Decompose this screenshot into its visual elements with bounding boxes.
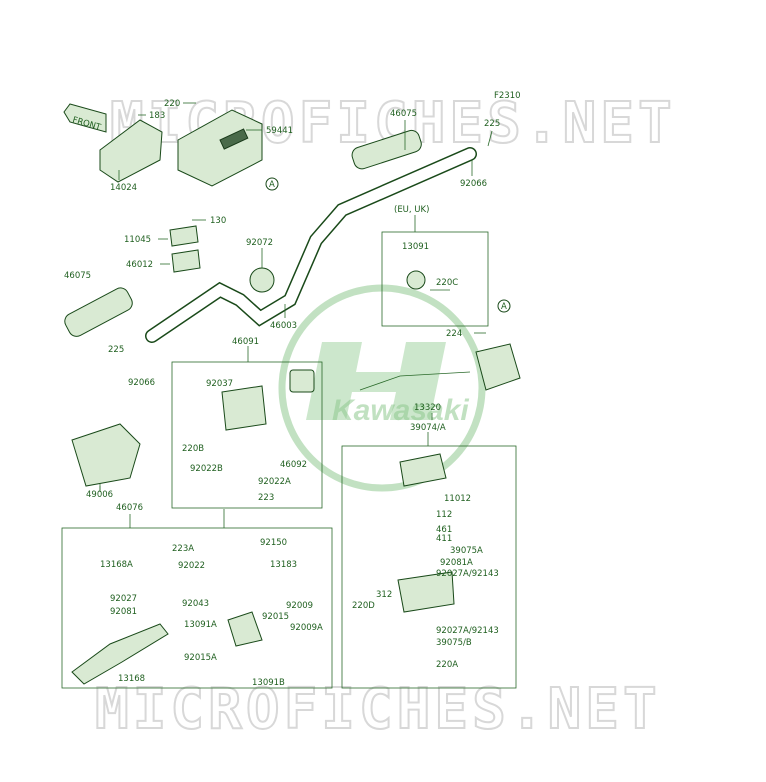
switch-housing	[221, 369, 315, 431]
callout-92022a: 92022A	[258, 477, 291, 487]
callout-46076: 46076	[116, 503, 143, 513]
callout-13091b: 13091B	[252, 678, 285, 688]
callout-39074a: 39074/A	[410, 423, 446, 433]
callout-13091a: 13091A	[184, 620, 217, 630]
callout-92027a-92143-upper: 92027A/92143	[436, 569, 499, 579]
callout-13320: 13320	[414, 403, 441, 413]
callout-13168a: 13168A	[100, 560, 133, 570]
cover-bracket	[99, 119, 163, 183]
ref-marker-a-2: A	[497, 299, 511, 313]
eu-uk-box	[381, 231, 489, 327]
switch-13091	[406, 270, 426, 290]
callout-39075a: 39075A	[450, 546, 483, 556]
callout-46091: 46091	[232, 337, 259, 347]
callout-112: 112	[436, 510, 452, 520]
callout-130: 130	[210, 216, 226, 226]
callout-11045: 11045	[124, 235, 151, 245]
callout-220a-right: 220A	[436, 660, 458, 670]
front-arrow: FRONT	[63, 103, 107, 133]
callout-92027a-92143-lower: 92027A/92143	[436, 626, 499, 636]
callout-225-top: 225	[484, 119, 500, 129]
callout-224: 224	[446, 329, 462, 339]
callout-92027: 92027	[110, 594, 137, 604]
callout-13168: 13168	[118, 674, 145, 684]
callout-92066-left: 92066	[128, 378, 155, 388]
handlebar-holder	[169, 225, 201, 273]
master-cylinder	[397, 453, 455, 613]
callout-220d: 220D	[352, 601, 375, 611]
diagram-code: F2310	[494, 91, 521, 101]
callout-92066-top: 92066	[460, 179, 487, 189]
left-grip	[64, 287, 133, 337]
right-grip	[351, 129, 422, 170]
callout-13091: 13091	[402, 242, 429, 252]
callout-39075b: 39075/B	[436, 638, 472, 648]
callout-92022: 92022	[178, 561, 205, 571]
callout-59441: 59441	[266, 126, 293, 136]
callout-220: 220	[164, 99, 180, 109]
switch-box-46091	[171, 361, 323, 509]
handlebar	[145, 147, 477, 343]
callout-92009a: 92009A	[290, 623, 323, 633]
throttle-assembly	[359, 343, 521, 391]
callout-46092: 46092	[280, 460, 307, 470]
callout-223a: 223A	[172, 544, 194, 554]
callout-225-left: 225	[108, 345, 124, 355]
callout-92022b: 92022B	[190, 464, 223, 474]
callout-92081: 92081	[110, 607, 137, 617]
callout-92015a: 92015A	[184, 653, 217, 663]
callout-14024: 14024	[110, 183, 137, 193]
lever-cover	[71, 423, 141, 487]
callout-49006: 49006	[86, 490, 113, 500]
callout-183: 183	[149, 111, 165, 121]
ref-marker-a-1: A	[265, 177, 279, 191]
callout-223: 223	[258, 493, 274, 503]
callout-312: 312	[376, 590, 392, 600]
callout-46003: 46003	[270, 321, 297, 331]
callout-220b: 220B	[182, 444, 204, 454]
callout-labels: 220 183 59441 14024 46075 225 92066 130 …	[64, 99, 500, 688]
clutch-lever-13168	[71, 611, 263, 685]
callout-92037: 92037	[206, 379, 233, 389]
svg-text:A: A	[501, 302, 507, 312]
callout-411: 411	[436, 534, 452, 544]
callout-461: 461	[436, 525, 452, 535]
lever-box-46076	[61, 527, 333, 689]
callout-220c: 220C	[436, 278, 458, 288]
callout-92043: 92043	[182, 599, 209, 609]
callout-46075-top: 46075	[390, 109, 417, 119]
callout-46075-left: 46075	[64, 271, 91, 281]
callout-92081a-right: 92081A	[440, 558, 473, 568]
callout-92015: 92015	[262, 612, 289, 622]
handlebar-cover	[177, 109, 263, 187]
watermark-bottom: MICROFICHES.NET	[95, 677, 661, 742]
callout-13183: 13183	[270, 560, 297, 570]
master-cylinder-box	[341, 445, 517, 689]
svg-text:A: A	[269, 180, 275, 190]
region-label: (EU, UK)	[394, 205, 429, 215]
callout-46012: 46012	[126, 260, 153, 270]
callout-92072: 92072	[246, 238, 273, 248]
callout-92009: 92009	[286, 601, 313, 611]
logo-text: Kawasaki	[332, 394, 469, 427]
callout-92150: 92150	[260, 538, 287, 548]
callout-11012: 11012	[444, 494, 471, 504]
leader-lines	[99, 102, 493, 528]
clamp-ring	[249, 267, 275, 293]
kawasaki-logo: Kawasaki	[278, 284, 486, 492]
